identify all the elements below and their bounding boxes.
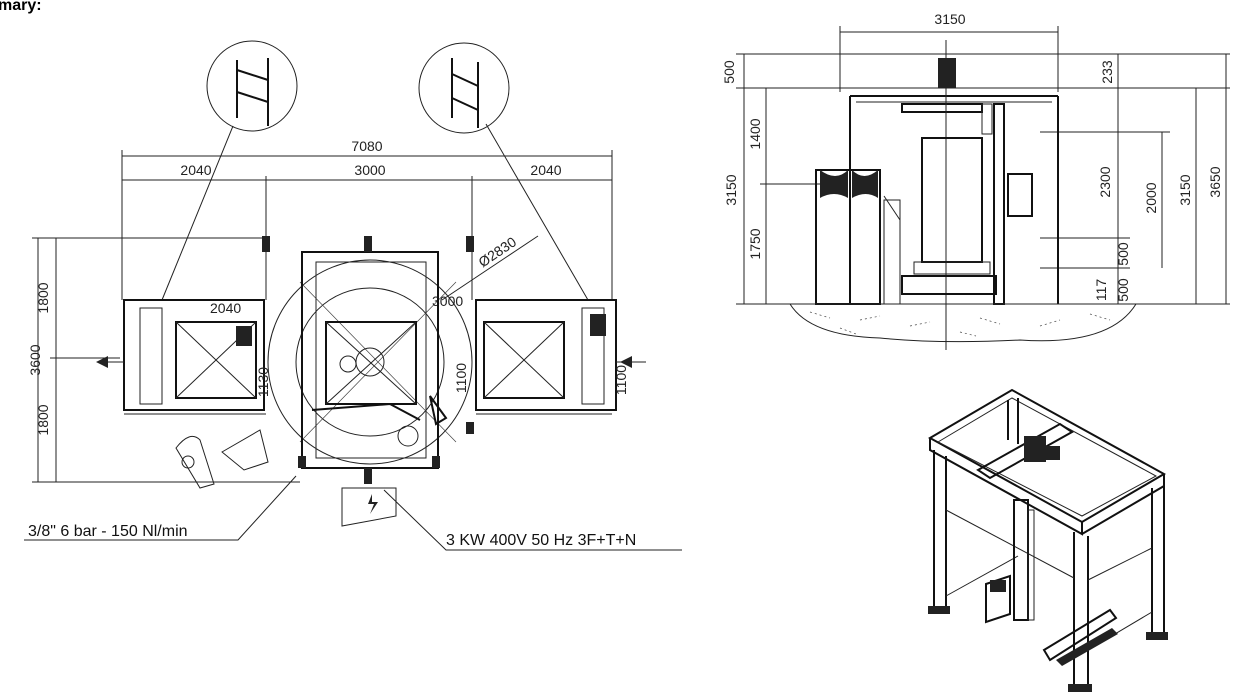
dim-inner-3000: 3000 <box>432 293 463 309</box>
dim-side-left-3150: 3150 <box>723 174 739 205</box>
dim-overall-width: 7080 <box>351 138 382 154</box>
dim-side-right-3650: 3650 <box>1207 166 1223 197</box>
dim-width-1130: 1130 <box>255 367 271 397</box>
dim-width-1100-right: 1100 <box>613 365 629 395</box>
dim-side-top-width: 3150 <box>934 11 965 27</box>
dim-side-left-1400: 1400 <box>747 118 763 149</box>
dim-side-right-117: 117 <box>1093 279 1109 302</box>
dim-right-segment: 2040 <box>530 162 561 178</box>
dim-side-right-2000: 2000 <box>1143 182 1159 213</box>
dim-overall-depth: 3600 <box>27 344 43 375</box>
dim-side-right-2300: 2300 <box>1097 166 1113 197</box>
dim-side-right-500-lower: 500 <box>1115 278 1131 302</box>
header-title-fragment: mary: <box>0 0 42 14</box>
dim-ring-diameter: Ø2830 <box>475 233 519 270</box>
dim-upper-depth: 1800 <box>35 282 51 313</box>
note-power-supply: 3 KW 400V 50 Hz 3F+T+N <box>446 532 636 549</box>
dim-width-1100-center: 1100 <box>453 363 469 393</box>
dim-center-segment: 3000 <box>354 162 385 178</box>
dim-side-right-500-upper: 500 <box>1115 242 1131 266</box>
side-view: 3150 500 1400 3150 1750 233 2300 2000 50… <box>721 11 1230 350</box>
dim-lower-depth: 1800 <box>35 404 51 435</box>
detail-callout-left <box>161 40 298 301</box>
dim-side-left-1750: 1750 <box>747 228 763 259</box>
dim-side-top-left-500: 500 <box>721 60 737 84</box>
note-air-supply: 3/8" 6 bar - 150 Nl/min <box>28 523 188 540</box>
dim-side-right-3150: 3150 <box>1177 174 1193 205</box>
dim-side-right-233: 233 <box>1099 60 1115 84</box>
isometric-view <box>927 388 1168 692</box>
detail-callout-right <box>418 42 589 301</box>
dim-conveyor-2040: 2040 <box>210 300 241 316</box>
dim-left-segment: 2040 <box>180 162 211 178</box>
plan-view: 7080 2040 3000 2040 3600 1800 1800 Ø2830… <box>24 40 682 551</box>
